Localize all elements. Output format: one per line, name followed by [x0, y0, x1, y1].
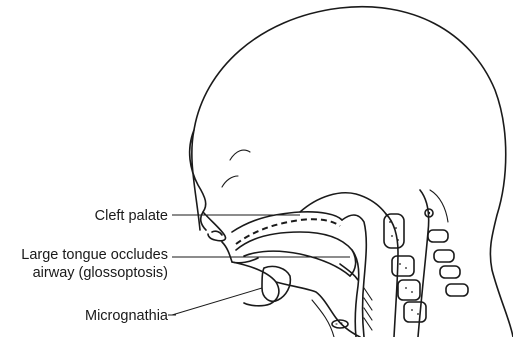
- spinous-process-1-center: [428, 212, 430, 214]
- vertebra-c2: [392, 256, 414, 276]
- label-micrognathia: Micrognathia: [85, 308, 169, 324]
- lower-jaw: [232, 262, 279, 306]
- upper-lip: [222, 242, 258, 263]
- head-outline: [192, 7, 513, 337]
- tongue-under: [244, 251, 350, 276]
- leader-micrognathia: [172, 288, 262, 315]
- spinous-process-5: [446, 284, 468, 296]
- spinal-canal-back: [418, 190, 429, 337]
- vertebra-c4: [404, 302, 426, 322]
- nose: [203, 212, 226, 241]
- label-large-tongue-line1: Large tongue occludes: [21, 247, 168, 263]
- label-large-tongue-line2: airway (glossoptosis): [33, 265, 168, 281]
- spinous-process-3: [434, 250, 454, 262]
- trachea-lines: [364, 288, 372, 330]
- eye-line: [222, 176, 238, 187]
- vertebra-c3: [398, 280, 420, 300]
- label-cleft-palate: Cleft palate: [95, 208, 168, 224]
- nostril: [212, 231, 222, 235]
- skull-base: [300, 193, 386, 214]
- neck-back: [430, 190, 448, 222]
- spinous-process-2: [428, 230, 448, 242]
- hyoid: [332, 320, 348, 328]
- neck-front: [312, 300, 334, 337]
- brow-line: [230, 150, 250, 160]
- spinous-process-4: [440, 266, 460, 278]
- vertebra-c1: [384, 214, 404, 248]
